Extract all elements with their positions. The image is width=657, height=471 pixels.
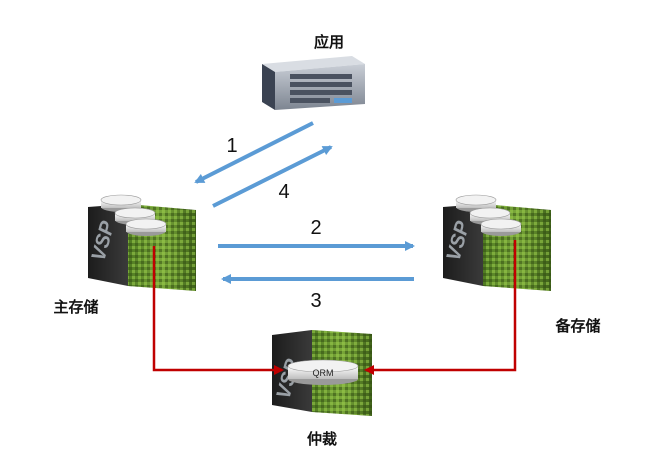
secondary-disks-icon <box>455 194 522 236</box>
app-label: 应用 <box>314 33 344 51</box>
primary-disks-icon <box>100 194 167 236</box>
quorum-disk-label: QRM <box>313 368 334 378</box>
step-3-label: 3 <box>310 290 321 312</box>
secondary-label: 备存储 <box>554 317 600 335</box>
primary-quorum-link <box>152 246 284 375</box>
quorum-disk-icon: QRM <box>287 359 359 385</box>
step-4-label: 4 <box>278 181 289 203</box>
arrow-step-4 <box>212 145 333 208</box>
secondary-storage-icon: VSP <box>443 194 551 291</box>
secondary-quorum-link <box>364 240 517 375</box>
primary-storage-icon: VSP <box>88 194 196 291</box>
step-1-label: 1 <box>226 135 237 157</box>
primary-label: 主存储 <box>53 298 98 316</box>
quorum-storage-icon: VSP QRM <box>272 330 372 416</box>
app-server-icon <box>262 56 365 110</box>
arrow-step-1 <box>194 121 314 184</box>
step-2-label: 2 <box>310 217 321 239</box>
quorum-label: 仲裁 <box>307 430 337 448</box>
